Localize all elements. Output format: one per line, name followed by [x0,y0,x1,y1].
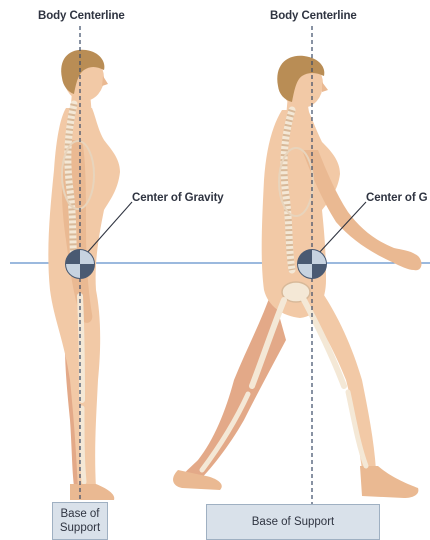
cog-left-label: Center of Gravity [132,192,224,204]
walking-front-foot [360,466,418,498]
standing-tibia [82,408,84,482]
base-left-line2: Support [60,521,100,535]
walking-figure [173,56,421,498]
walking-back-leg [180,290,286,484]
standing-foot [70,484,114,500]
base-right-label: Base of Support [252,515,334,529]
walking-back-tibia [202,394,248,470]
walking-nose [322,82,328,92]
cog-right-label: Center of G [366,192,428,204]
base-of-support-left: Base of Support [52,502,108,540]
base-of-support-right: Base of Support [206,504,380,540]
base-left-line1: Base of [60,507,100,521]
centerline-left-label: Body Centerline [38,10,125,22]
centerline-right-label: Body Centerline [270,10,357,22]
center-of-gravity-icon [298,250,326,278]
standing-nose [102,76,108,86]
center-of-gravity-icon [66,250,94,278]
